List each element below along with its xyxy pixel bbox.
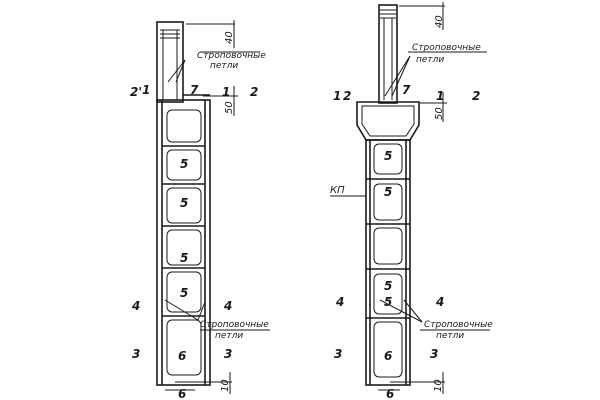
right-mark-2-right: 2 [472,89,480,103]
right-dim-bottom: 10 [433,379,444,392]
right-mark-1-left: 1 [333,89,341,103]
left-mark-5d: 5 [180,286,188,300]
right-mark-5d: 5 [384,295,392,309]
left-dim-top: 40 [224,31,235,44]
right-loop-label-top-2: петли [416,55,444,65]
right-column-top-pillar [378,4,398,104]
left-mark-4-right: 4 [223,299,232,313]
right-mark-3-left: 3 [334,347,342,361]
left-mark-5b: 5 [180,196,188,210]
left-dim-head: 50 [224,101,235,114]
right-mark-4-left: 4 [335,295,344,309]
right-dim-width: 6 [386,387,394,400]
left-mark-1-left: 1 [142,83,150,97]
left-mark-2: 2 [250,85,258,99]
right-column-body [365,139,411,386]
left-dim-bottom: 10 [220,379,231,392]
right-dimensions [330,2,490,394]
left-column [156,21,211,386]
right-column [356,4,420,386]
left-column-body [156,99,211,386]
left-mark-5a: 5 [180,157,188,171]
right-kp-label: КП [330,185,345,196]
right-dim-top: 40 [434,15,445,28]
right-loop-label-bottom-2: петли [436,331,464,341]
right-column-head [356,101,420,141]
left-loop-label-bottom-2: петли [215,331,243,341]
left-loop-label-top-1: Строповочные [197,51,266,61]
right-mark-6: 6 [384,349,392,363]
right-mark-5a: 5 [384,149,392,163]
left-dimensions [164,20,270,394]
left-mark-4-left: 4 [131,299,140,313]
left-mark-3-left: 3 [132,347,140,361]
right-dim-head: 50 [434,107,445,120]
right-mark-2-left: 2 [343,89,351,103]
right-mark-4-right: 4 [435,295,444,309]
left-mark-5c: 5 [180,251,188,265]
left-mark-1-right: 1 [222,85,230,99]
left-mark-6: 6 [178,349,186,363]
left-loop-label-bottom-1: Строповочные [200,320,269,330]
right-loop-label-top-1: Строповочные [412,43,481,53]
left-mark-2prime: 2' [130,85,142,99]
right-mark-7: 7 [402,83,411,97]
left-mark-7: 7 [190,83,199,97]
right-mark-5c: 5 [384,279,392,293]
right-mark-1-right: 1 [436,89,444,103]
left-loop-label-top-2: петли [210,61,238,71]
right-mark-3-right: 3 [430,347,438,361]
right-loop-label-bottom-1: Строповочные [424,320,493,330]
right-mark-5b: 5 [384,185,392,199]
left-mark-3-right: 3 [224,347,232,361]
left-dim-width: 6 [178,387,186,400]
